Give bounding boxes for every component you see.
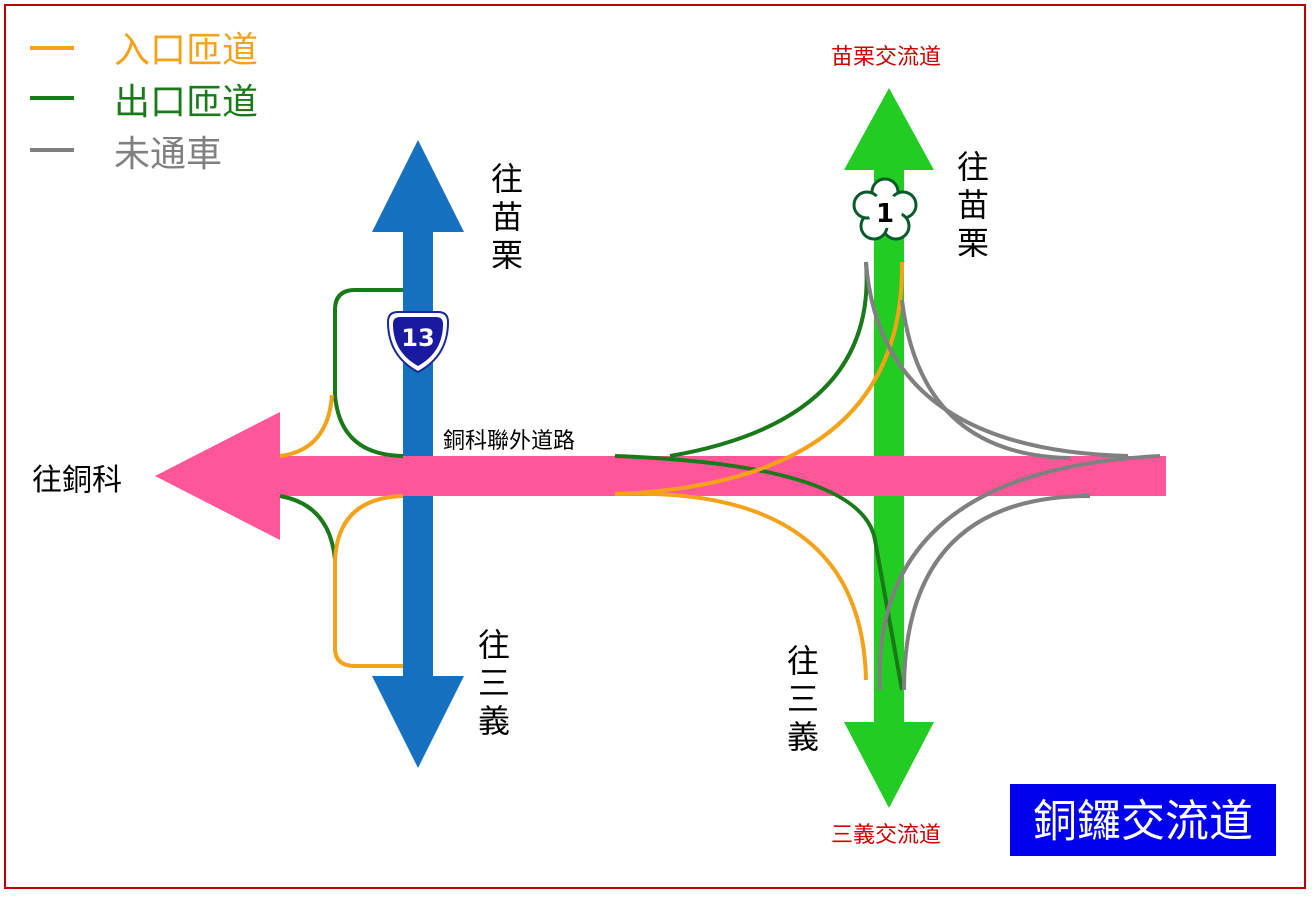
left-exit-ramp-north <box>333 288 404 458</box>
direction-west-label: 往銅科 <box>32 463 122 498</box>
left-exit-ramp-south <box>279 494 337 561</box>
freeway-1 <box>844 88 934 808</box>
freeway-1-shield-icon: 1 <box>852 177 918 241</box>
direction-left-north-label: 往苗栗 <box>491 160 523 274</box>
hw13-south-arrowhead <box>372 676 464 768</box>
tongke-west-arrowhead <box>155 412 280 540</box>
legend: 入口匝道 出口匝道 未通車 <box>30 30 258 175</box>
direction-left-south-label: 往三義 <box>478 626 510 740</box>
right-unopened-ramp-3 <box>877 454 1161 691</box>
right-entrance-ramp-north <box>619 261 905 496</box>
tongke-road-label: 銅科聯外道路 <box>443 429 575 454</box>
svg-text:1: 1 <box>876 199 894 229</box>
right-unopened-ramp-1 <box>864 261 1129 458</box>
legend-unopened-label: 未通車 <box>114 134 222 175</box>
south-interchange-label: 三義交流道 <box>831 823 941 848</box>
fw1-south-arrowhead <box>844 722 934 808</box>
direction-right-north-label: 往苗栗 <box>957 148 989 262</box>
north-interchange-label: 苗栗交流道 <box>831 45 941 70</box>
route-13-shield-icon: 13 <box>386 311 450 374</box>
right-unopened-ramp-2 <box>900 299 1071 460</box>
map-frame <box>4 4 1306 889</box>
right-unopened-ramp-4 <box>902 494 1091 691</box>
right-exit-ramp-southbound <box>614 454 904 691</box>
direction-right-south-label: 往三義 <box>787 642 819 756</box>
legend-entrance-label: 入口匝道 <box>114 30 258 71</box>
fw1-north-arrowhead <box>844 88 934 170</box>
left-entrance-ramp-north <box>279 394 334 458</box>
tongke-road <box>155 412 1166 540</box>
svg-text:13: 13 <box>401 324 434 352</box>
right-entrance-ramp-south <box>614 491 868 681</box>
left-interchange-ramps <box>279 288 404 668</box>
title-box <box>1010 784 1276 856</box>
map-title: 銅鑼交流道 <box>1033 796 1253 847</box>
legend-exit-label: 出口匝道 <box>114 82 258 123</box>
left-entrance-ramp-south <box>333 494 404 668</box>
right-exit-ramp-northbound <box>669 261 869 458</box>
right-interchange-ramps <box>614 261 1161 691</box>
provincial-highway-13 <box>372 140 464 768</box>
hw13-north-arrowhead <box>372 140 464 232</box>
